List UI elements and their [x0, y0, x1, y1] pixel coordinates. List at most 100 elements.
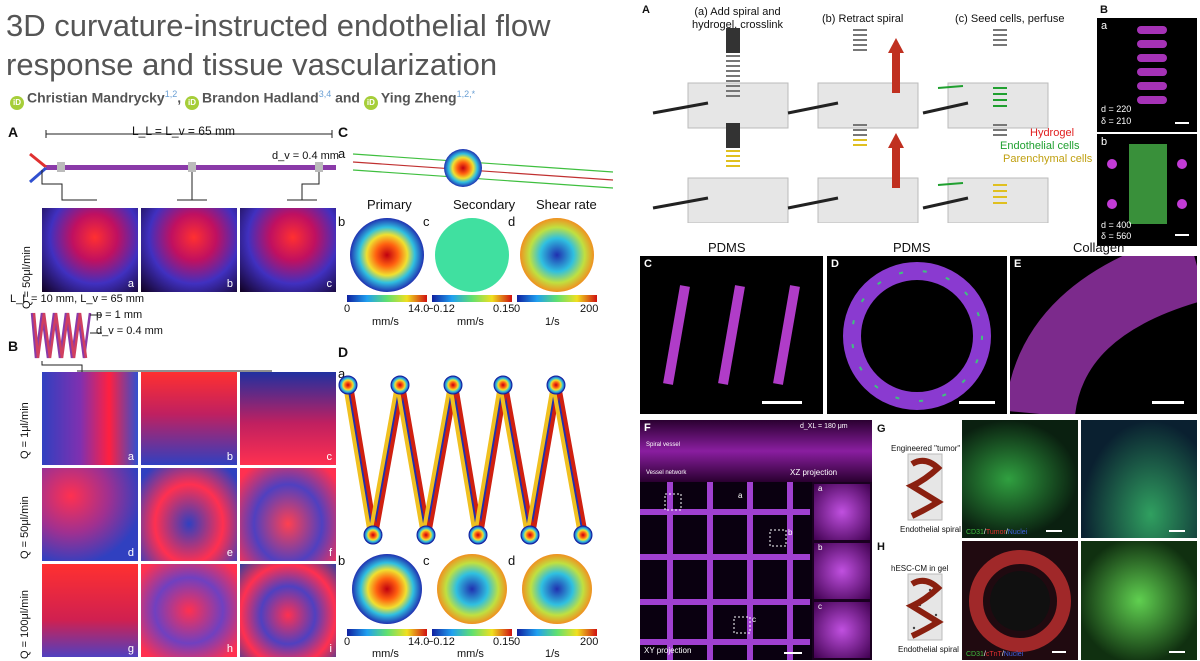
flow-rate-label: Q = 1μl/min — [19, 402, 31, 459]
panel-label-B-right: B — [1100, 4, 1108, 16]
inset-marker: a — [738, 491, 743, 500]
flow-image-Aa: a — [42, 208, 138, 292]
legend-parenchymal: Parenchymal cells — [1003, 153, 1093, 165]
spiral-length-label: L_L = 10 mm, L_v = 65 mm — [10, 293, 145, 305]
cross-section-maps-D — [347, 554, 597, 636]
stain-nuclei: Nuclei — [1003, 651, 1024, 658]
straight-streamline-plot — [352, 149, 614, 189]
inset-marker: b — [788, 528, 793, 537]
sub-label: b — [338, 214, 346, 229]
legend-endothelial: Endothelial cells — [1000, 140, 1080, 152]
vessel-network-F: a b c F XZ projection d_XL = 180 μm Spir… — [640, 420, 872, 660]
colorbar-unit: mm/s — [457, 648, 484, 660]
colorbar-min: 0 — [344, 636, 351, 648]
fabrication-schematic — [652, 28, 1049, 223]
primary-map — [350, 218, 424, 292]
panel-label-F: F — [644, 422, 651, 434]
inset-label: c — [818, 602, 822, 611]
map-title-secondary: Secondary — [453, 197, 516, 212]
map-title-shear: Shear rate — [536, 197, 597, 212]
shear-map — [520, 218, 594, 292]
author-affiliation[interactable]: 1,2 — [164, 89, 178, 99]
flow-image-Bd: d — [42, 468, 138, 561]
flow-image-Bh: h — [141, 564, 237, 657]
stain-ctnt: cTnT — [985, 651, 1002, 658]
gel-label: hESC-CM in gel — [891, 564, 949, 573]
panel-label-E-right: E — [1014, 258, 1022, 270]
stain-tumor: Tumor — [985, 529, 1006, 536]
flow-image-Bi: i — [240, 564, 336, 657]
spiral-label-G: Endothelial spiral — [900, 525, 961, 534]
xy-projection-label: XY projection — [644, 646, 692, 655]
flow-image-Ab: b — [141, 208, 237, 292]
sub-label: c — [326, 451, 333, 463]
colorbar-max: 0.15 — [493, 303, 515, 315]
paper-title: 3D curvature-instructed endothelial flow… — [6, 8, 551, 82]
orcid-icon[interactable]: iD — [185, 95, 200, 110]
colorbar-unit: mm/s — [372, 316, 399, 328]
confocal-image-D: D — [827, 256, 1007, 414]
orcid-icon[interactable]: iD — [10, 95, 24, 110]
sub-label: a — [127, 278, 134, 290]
panel-title-E: Collagen — [1073, 240, 1125, 255]
tumor-image-1: CD31/Tumor/Nuclei — [962, 420, 1078, 538]
colorbar-max: 0.15 — [493, 636, 515, 648]
spiral-delta-label: δ = 560 — [1101, 231, 1132, 241]
stain-cd31: CD31 — [966, 651, 984, 658]
sub-label: b — [226, 278, 233, 290]
colorbar-unit: mm/s — [372, 648, 399, 660]
secondary-map — [435, 218, 509, 292]
depth-label: d_XL = 180 μm — [800, 423, 848, 430]
orcid-icon[interactable]: iD — [363, 95, 378, 110]
legend-hydrogel: Hydrogel — [1030, 127, 1075, 139]
colorbar-max: 200 — [580, 303, 599, 315]
tumor-schematic — [905, 453, 944, 521]
author-name[interactable]: Ying Zheng — [380, 89, 457, 106]
sub-label: d — [508, 214, 516, 229]
sub-label: f — [328, 547, 332, 559]
sub-label: d — [508, 553, 516, 568]
author-name[interactable]: Brandon Hadland — [202, 89, 319, 106]
spiral-streamline-plot — [338, 375, 593, 545]
spiral-image-Ba: a d = 220 δ = 210 — [1097, 18, 1197, 132]
colorbar-max: 200 — [580, 636, 599, 648]
sub-label: i — [329, 643, 332, 655]
diameter-label: d_v = 0.4 mm — [272, 150, 339, 162]
sub-label: c — [423, 214, 430, 229]
colorbar-min: −0.12 — [427, 636, 455, 648]
flow-image-Be: e — [141, 468, 237, 561]
sub-label: h — [226, 643, 233, 655]
step-label-c: (c) Seed cells, perfuse — [955, 13, 1065, 25]
spiral-channel-schematic — [30, 312, 272, 373]
panel-label-C-left: C — [338, 124, 349, 140]
sub-label: c — [423, 553, 430, 568]
sub-label: b — [1101, 136, 1108, 148]
author-name[interactable]: Christian Mandrycky — [27, 89, 165, 106]
colorbar-unit: 1/s — [545, 648, 560, 660]
author-affiliation[interactable]: 1,2,* — [456, 89, 476, 99]
spiral-diameter-label: d_v = 0.4 mm — [96, 325, 163, 337]
colorbar-unit: 1/s — [545, 316, 560, 328]
colorbar-min: 0 — [344, 303, 351, 315]
flow-rate-label: Q = 50μl/min — [19, 496, 31, 559]
panel-label-A-left: A — [8, 124, 19, 140]
panel-label-C-right: C — [644, 258, 652, 270]
sub-label: a — [338, 366, 346, 381]
length-label: L_L = L_v = 65 mm — [132, 124, 235, 138]
spiral-label-H: Endothelial spiral — [898, 645, 959, 654]
flow-image-Bg: g — [42, 564, 138, 657]
spiral-image-Bb: b d = 400 δ = 560 — [1097, 134, 1197, 246]
spiral-d-label: d = 220 — [1101, 104, 1132, 114]
flow-image-Ac: c — [240, 208, 336, 292]
spiral-d-label: d = 400 — [1101, 220, 1132, 230]
sub-label: a — [338, 146, 346, 161]
author-affiliation[interactable]: 3,4 — [318, 89, 332, 99]
step-label-b: (b) Retract spiral — [822, 13, 904, 25]
shear-map — [522, 554, 592, 624]
sub-label: a — [127, 451, 134, 463]
secondary-map — [437, 554, 507, 624]
tumor-label: Engineered "tumor" — [891, 444, 961, 453]
stain-cd31: CD31 — [966, 529, 984, 536]
sub-label: e — [226, 547, 233, 559]
